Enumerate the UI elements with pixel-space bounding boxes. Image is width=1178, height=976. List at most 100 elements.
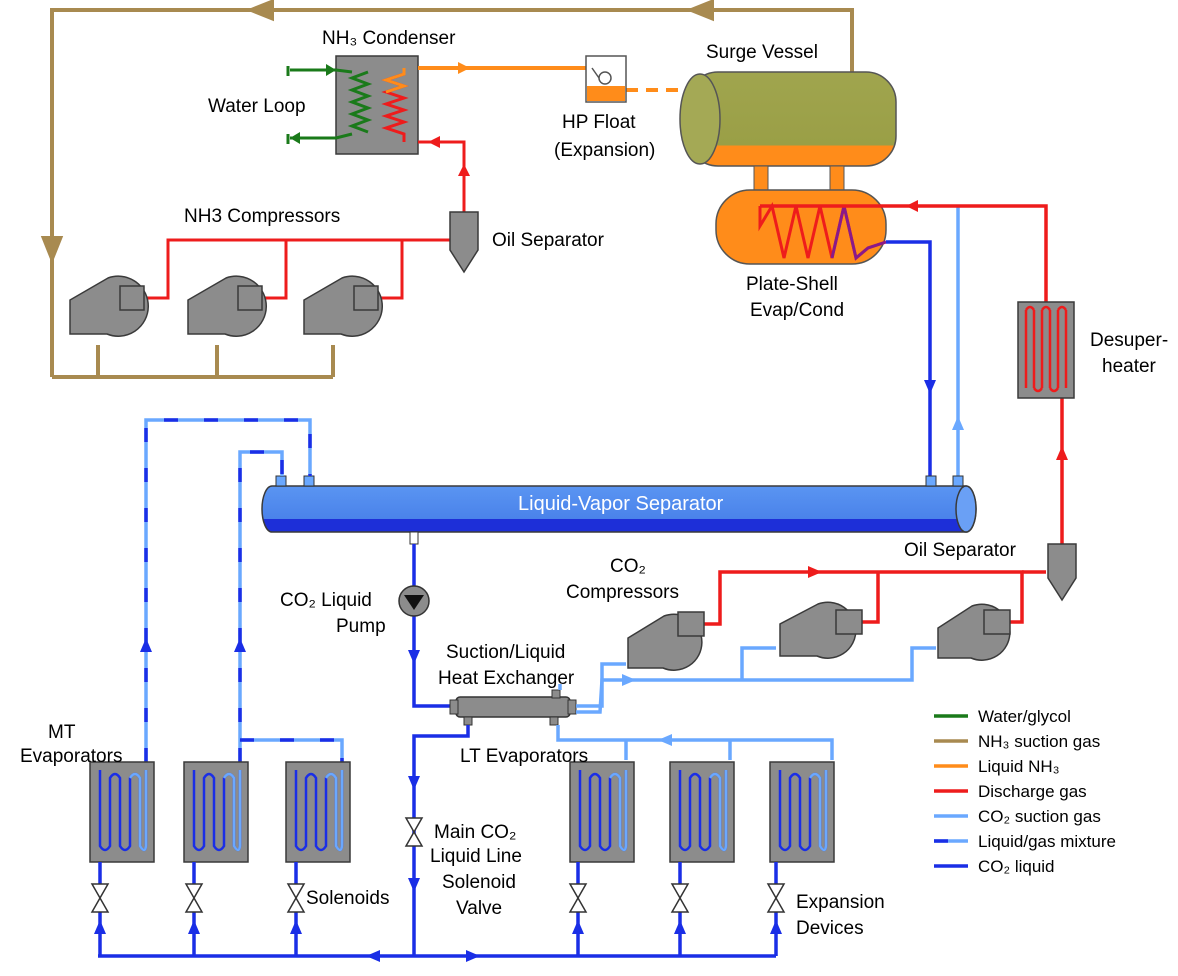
lt-evaporator [769,761,835,863]
nh3-condenser-label: NH₃ Condenser [322,28,456,49]
shx-label-2: Heat Exchanger [438,668,575,689]
nh3-compressor [69,275,150,337]
surge-vessel [679,71,897,193]
expansion-devices-label: Expansion [796,892,885,913]
legend-label: Discharge gas [978,782,1087,801]
co2-liquid-pump [398,585,430,617]
co2-discharge-arrowhead [906,200,918,212]
expansion-device [568,883,588,913]
co2-oil-separator-label: Oil Separator [904,540,1017,561]
hp-float-label: HP Float [562,112,636,133]
desuperheater-label-2: heater [1102,356,1157,377]
desuperheater [1017,301,1075,399]
main-valve-label-3: Solenoid [442,872,516,893]
nh3-compressor [303,275,384,337]
surge-vessel-label: Surge Vessel [706,42,818,63]
co2-discharge-line [760,204,1064,544]
lt-evaporator [669,761,735,863]
mixture-arrowhead [234,638,246,652]
plate-shell-evap-cond [715,189,887,265]
legend-item: Discharge gas [934,782,1087,801]
legend-label: NH₃ suction gas [978,732,1100,751]
solenoid-valve [286,883,306,913]
nh3-discharge-arrowhead [428,136,440,148]
legend-label: Liquid/gas mixture [978,832,1116,851]
main-solenoid-valve [404,817,424,847]
mt-evaporator [183,761,249,863]
lt-evaporator [569,761,635,863]
legend-label: Water/glycol [978,707,1071,726]
co2-discharge-piping [704,570,1046,626]
legend-item: CO₂ suction gas [934,807,1101,826]
nh3-oil-separator-label: Oil Separator [492,230,605,251]
hp-float-valve [585,55,627,103]
mt-evaporator [89,761,155,863]
co2-suction-piping [556,646,936,760]
solenoids-label: Solenoids [306,888,389,909]
solenoid-valve [90,883,110,913]
legend-label: CO₂ liquid [978,857,1055,876]
co2-pump-label: CO₂ Liquid [280,590,372,611]
nh3-compressors-label: NH3 Compressors [184,206,340,227]
solenoid-valve [184,883,204,913]
legend-item: CO₂ liquid [934,857,1055,876]
main-valve-label-2: Liquid Line [430,846,522,867]
water-loop-piping [286,66,353,144]
water-out-arrowhead [290,132,300,144]
co2-liquid-arrowhead [408,776,420,790]
legend-item: Water/glycol [934,707,1071,726]
co2-pump-label-2: Pump [336,616,386,637]
nh3-discharge-arrowhead [458,164,470,176]
nh3-oil-separator [449,211,479,274]
legend-label: Liquid NH₃ [978,757,1060,776]
co2-liquid-arrowhead [408,878,420,892]
mt-evaporator [285,761,351,863]
shx-label: Suction/Liquid [446,642,565,663]
hp-float-label-2: (Expansion) [554,140,655,161]
co2-suction-arrowhead [622,674,636,686]
legend-label: CO₂ suction gas [978,807,1101,826]
mt-return-piping [144,418,344,762]
legend-item: NH₃ suction gas [934,732,1100,751]
co2-liquid-arrowhead [408,650,420,664]
co2-liquid-line [886,240,932,478]
nh3-suction-piping [50,8,854,379]
mt-evaporators-label: MT [48,722,76,743]
lt-evaporators-label: LT Evaporators [460,746,588,767]
water-in-arrowhead [326,64,336,76]
co2-liquid-arrowhead [466,950,480,962]
co2-suction-arrowhead [952,416,964,430]
expansion-device [766,883,786,913]
desuperheater-label: Desuper- [1090,330,1168,351]
water-loop-label: Water Loop [208,96,306,117]
evaporator-feed-arrows [94,920,782,934]
co2-compressor [627,611,705,671]
liquid-vapor-separator [261,475,977,545]
expansion-device [670,883,690,913]
main-valve-label: Main CO₂ [434,822,516,843]
expansion-devices-label-2: Devices [796,918,864,939]
co2-discharge-arrowhead [1056,446,1068,460]
co2-liquid-arrowhead [924,380,936,394]
co2-liquid-arrowhead [366,950,380,962]
co2-oil-separator [1047,543,1077,602]
legend-item: Liquid NH₃ [934,757,1060,776]
plate-shell-label-2: Evap/Cond [750,300,844,321]
liquid-vapor-separator-label: Liquid-Vapor Separator [518,493,724,515]
co2-discharge-arrowhead [808,566,822,578]
liquid-nh3-arrowhead [458,62,470,74]
co2-liquid-feed [412,544,450,708]
co2-suction-arrowhead [658,734,672,746]
mt-evaporators-label-2: Evaporators [20,746,122,767]
co2-compressors-label-2: Compressors [566,582,679,603]
suction-liquid-heat-exchanger [449,689,577,726]
mixture-arrowhead [140,638,152,652]
main-valve-label-4: Valve [456,898,502,919]
plate-shell-label: Plate-Shell [746,274,838,295]
co2-compressor [937,603,1011,661]
co2-compressor [779,601,863,659]
co2-compressors-label: CO₂ [610,556,646,577]
legend-item: Liquid/gas mixture [934,832,1116,851]
